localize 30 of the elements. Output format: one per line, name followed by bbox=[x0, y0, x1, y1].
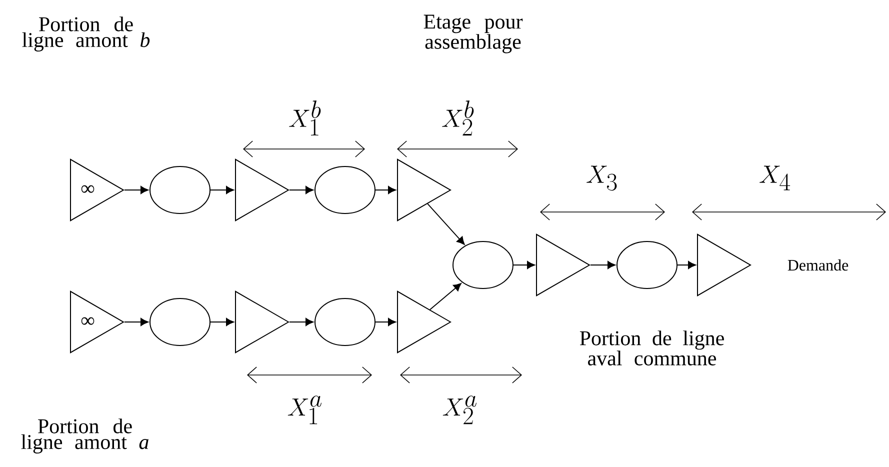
arrow bbox=[375, 318, 396, 326]
arrow bbox=[513, 261, 535, 269]
arrow bbox=[124, 186, 148, 194]
arrow bbox=[289, 186, 314, 194]
arrow bbox=[210, 318, 234, 326]
machine-ellipse bbox=[150, 298, 210, 346]
section-label: Portion de ligne amont a bbox=[21, 418, 148, 454]
demand-label: Demande bbox=[788, 259, 848, 271]
dimension-label: $X_1^a$ bbox=[288, 396, 322, 424]
dimension-label: $X_3$ bbox=[586, 166, 617, 191]
arrow bbox=[429, 283, 462, 310]
section-label: Etage pour assemblage bbox=[424, 14, 523, 54]
dimension-label: $X_4$ bbox=[760, 166, 790, 190]
arrow bbox=[124, 318, 148, 326]
dimension-label: $X_2^a$ bbox=[442, 396, 476, 424]
machine-ellipse bbox=[452, 241, 514, 289]
arrow bbox=[677, 261, 696, 269]
arrow bbox=[289, 318, 314, 326]
dimension-label: $X_1^b$ bbox=[289, 100, 321, 136]
arrow bbox=[375, 186, 396, 194]
machine-ellipse bbox=[314, 298, 376, 346]
arrow bbox=[210, 186, 234, 194]
section-label: Portion de ligne amont b bbox=[22, 16, 150, 52]
machine-ellipse bbox=[616, 241, 678, 289]
arrow bbox=[590, 261, 616, 269]
machine-ellipse bbox=[314, 166, 376, 214]
machine-ellipse bbox=[150, 166, 210, 214]
dimension-label: $X_2^b$ bbox=[442, 100, 474, 136]
arrow bbox=[427, 203, 465, 245]
section-label: Portion de ligne aval commune bbox=[580, 330, 724, 366]
